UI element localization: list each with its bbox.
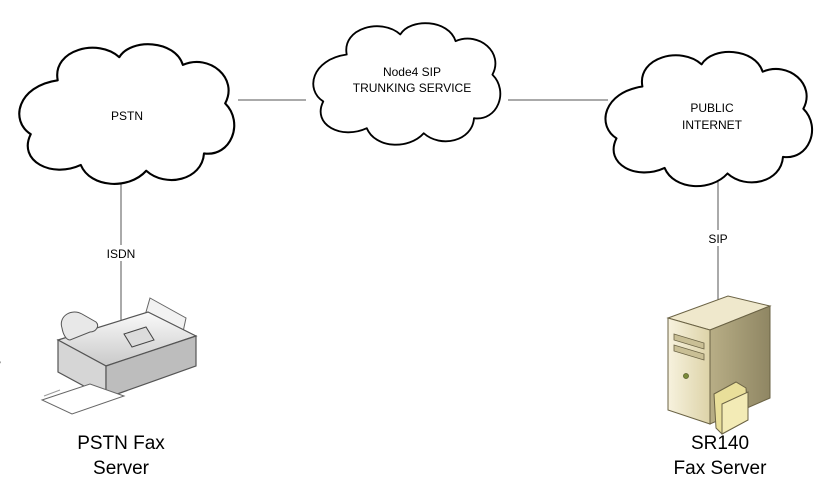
fax-machine-label-line1: PSTN Fax	[77, 433, 165, 454]
fax-server-icon	[666, 295, 772, 435]
sip-trunking-cloud: Node4 SIP TRUNKING SERVICE	[312, 22, 502, 146]
fax-machine-label-line2: Server	[93, 458, 150, 479]
internet-cloud-label-line2: INTERNET	[682, 118, 743, 132]
sip-link-label: SIP	[708, 232, 727, 246]
pstn-cloud: PSTN	[18, 43, 236, 185]
fax-server-label-line1: SR140	[691, 433, 749, 454]
sip-cloud-label-line2: TRUNKING SERVICE	[353, 81, 471, 95]
pstn-cloud-label: PSTN	[111, 109, 143, 123]
public-internet-cloud: PUBLIC INTERNET	[604, 50, 814, 188]
internet-cloud-label-line1: PUBLIC	[690, 101, 734, 115]
isdn-link-label: ISDN	[107, 247, 136, 261]
fax-machine-icon	[0, 297, 198, 415]
fax-server-label-line2: Fax Server	[674, 458, 768, 479]
sip-cloud-label-line1: Node4 SIP	[383, 65, 441, 79]
